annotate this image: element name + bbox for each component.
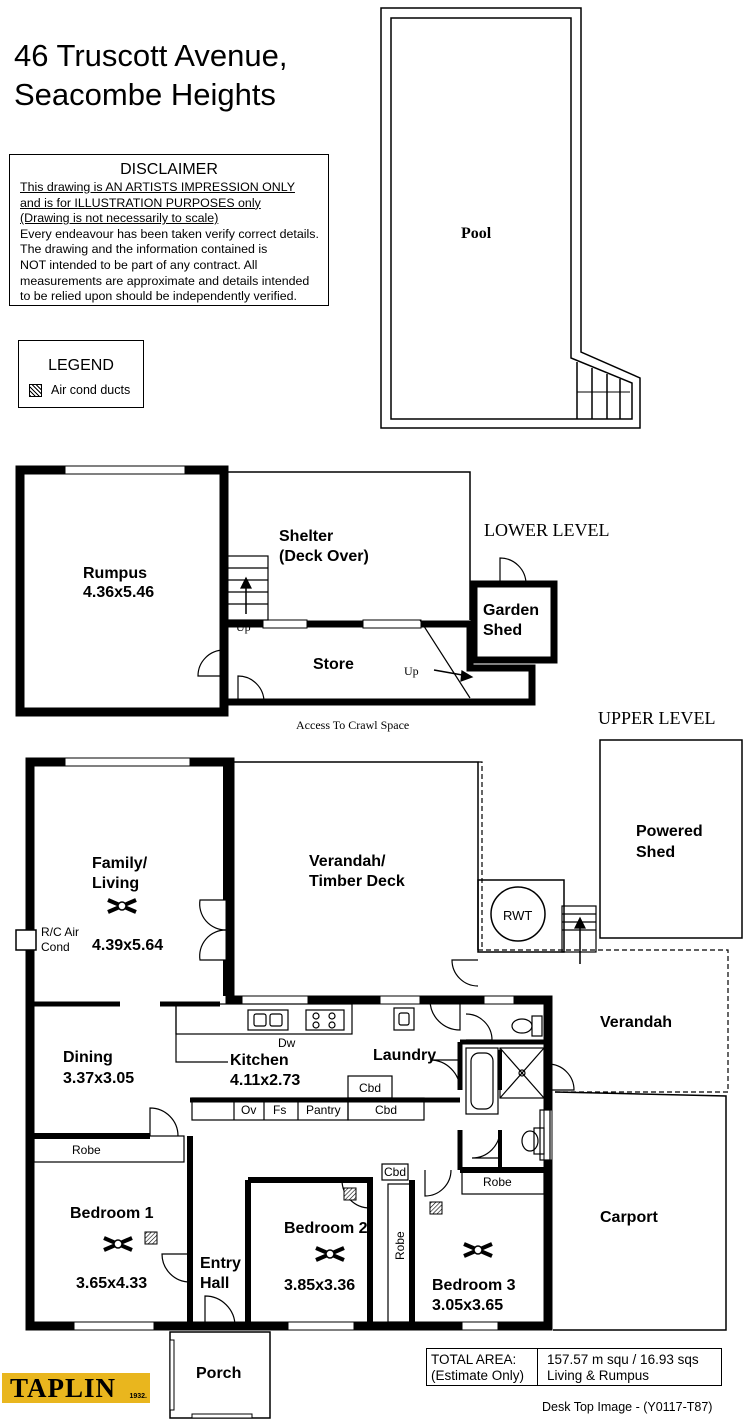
disclaimer-line: Every endeavour has been taken verify co… — [20, 226, 319, 241]
upper-level-heading: UPPER LEVEL — [598, 708, 716, 728]
bedroom-2-size: 3.85x3.36 — [284, 1277, 355, 1294]
carport-label: Carport — [600, 1209, 658, 1226]
dining-size: 3.37x3.05 — [63, 1070, 134, 1087]
air-duct-icon — [144, 1231, 158, 1245]
upper-windows — [64, 757, 553, 1419]
ceiling-fan-icon — [314, 1246, 346, 1262]
area-scope: Living & Rumpus — [547, 1368, 650, 1383]
disclaimer-line: (Drawing is not necessarily to scale) — [20, 211, 219, 226]
rc-cond-label: Cond — [41, 940, 70, 954]
disclaimer-line: NOT intended to be part of any contract.… — [20, 257, 258, 272]
pool-outline — [380, 7, 641, 429]
air-duct-icon — [429, 1201, 443, 1215]
upper-doors — [149, 899, 575, 1327]
kitchen-size: 4.11x2.73 — [230, 1072, 300, 1089]
dining-label: Dining — [63, 1049, 113, 1066]
fridge-space-label: Fs — [273, 1103, 286, 1117]
family-size: 4.39x5.64 — [92, 937, 163, 954]
air-conditioner-icon — [15, 929, 37, 951]
garden-shed-label: Garden — [483, 602, 539, 619]
rumpus-size: 4.36x5.46 — [83, 584, 154, 601]
disclaimer-line: to be relied upon should be independentl… — [20, 289, 297, 304]
laundry-label: Laundry — [373, 1047, 436, 1064]
legend-box: LEGEND Air cond ducts — [18, 340, 144, 408]
disclaimer-line: This drawing is AN ARTISTS IMPRESSION ON… — [20, 180, 295, 194]
area-divider — [537, 1349, 538, 1385]
lower-level-heading: LOWER LEVEL — [484, 520, 609, 540]
family-label: Family/ — [92, 855, 148, 872]
robe-label: Robe — [483, 1175, 512, 1189]
stairs-up-label: Up — [404, 664, 419, 678]
legend-title: LEGEND — [48, 357, 114, 374]
total-area-value: 157.57 m squ / 16.93 sqs — [547, 1352, 699, 1367]
lower-doors — [197, 557, 527, 703]
ceiling-fan-icon — [462, 1242, 494, 1258]
bedroom-3-size: 3.05x3.65 — [432, 1297, 503, 1314]
verandah-outlines — [478, 761, 729, 1093]
ceiling-fan-icon — [106, 898, 138, 914]
bedroom-1-label: Bedroom 1 — [70, 1205, 154, 1222]
upper-thick-walls — [25, 757, 553, 1331]
pantry-label: Pantry — [306, 1103, 341, 1117]
stairs-up-label: Up — [236, 620, 251, 634]
garden-shed-sub-label: Shed — [483, 622, 522, 639]
disclaimer-line: and is for ILLUSTRATION PURPOSES only — [20, 195, 261, 210]
upper-stairs — [561, 905, 597, 964]
logo-name: TAPLIN — [10, 1373, 117, 1403]
legend-item: Air cond ducts — [51, 383, 131, 397]
cupboard-label: Cbd — [359, 1081, 381, 1095]
address-line-2: Seacombe Heights — [14, 77, 276, 112]
timber-deck-label: Timber Deck — [309, 873, 405, 890]
verandah-label: Verandah — [600, 1014, 672, 1031]
bedroom-3-label: Bedroom 3 — [432, 1277, 516, 1294]
entry-label: Entry — [200, 1255, 241, 1272]
shelter-label: Shelter — [279, 528, 333, 545]
powered-shed-sub-label: Shed — [636, 844, 675, 861]
store-label: Store — [313, 656, 354, 673]
disclaimer-line: measurements are approximate and details… — [20, 273, 310, 288]
total-area-box: TOTAL AREA: (Estimate Only) 157.57 m squ… — [426, 1348, 722, 1386]
living-label: Living — [92, 875, 139, 892]
pool-label: Pool — [461, 225, 492, 242]
powered-shed-label: Powered — [636, 823, 703, 840]
lower-windows — [64, 465, 422, 629]
rumpus-label: Rumpus — [83, 565, 147, 582]
disclaimer-box: DISCLAIMER This drawing is AN ARTISTS IM… — [9, 154, 329, 306]
rc-air-label: R/C Air — [41, 925, 79, 939]
property-address: 46 Truscott Avenue, Seacombe Heights — [14, 36, 287, 114]
oven-label: Ov — [241, 1103, 256, 1117]
robe-label: Robe — [72, 1143, 101, 1157]
dishwasher-label: Dw — [278, 1036, 296, 1050]
logo-year: 1932. — [129, 1393, 147, 1400]
bedroom-2-label: Bedroom 2 — [284, 1220, 368, 1237]
air-duct-swatch-icon — [29, 384, 42, 397]
disclaimer-title: DISCLAIMER — [120, 161, 218, 178]
estimate-label: (Estimate Only) — [431, 1368, 525, 1383]
bedroom-1-size: 3.65x4.33 — [76, 1275, 147, 1292]
cupboard-label: Cbd — [384, 1165, 406, 1179]
total-area-label: TOTAL AREA: — [431, 1352, 517, 1367]
porch-label: Porch — [196, 1365, 241, 1382]
upper-thin-walls — [169, 739, 743, 1419]
kitchen-label: Kitchen — [230, 1052, 289, 1069]
kitchen-fixtures — [33, 1003, 551, 1323]
cupboard-label: Cbd — [375, 1103, 397, 1117]
crawl-space-label: Access To Crawl Space — [296, 718, 409, 732]
ceiling-fan-icon — [102, 1236, 134, 1252]
verandah-deck-label: Verandah/ — [309, 853, 386, 870]
address-line-1: 46 Truscott Avenue, — [14, 38, 288, 73]
shelter-sub-label: (Deck Over) — [279, 548, 369, 565]
taplin-logo: TAPLIN 1932. — [2, 1373, 150, 1403]
image-reference: Desk Top Image - (Y0117-T87) — [542, 1400, 713, 1414]
robe-label: Robe — [393, 1231, 407, 1260]
hall-label: Hall — [200, 1275, 229, 1292]
lower-stairs — [223, 555, 474, 699]
disclaimer-line: The drawing and the information containe… — [20, 242, 268, 257]
rainwater-tank-label: RWT — [503, 908, 532, 923]
air-duct-icon — [343, 1187, 357, 1201]
